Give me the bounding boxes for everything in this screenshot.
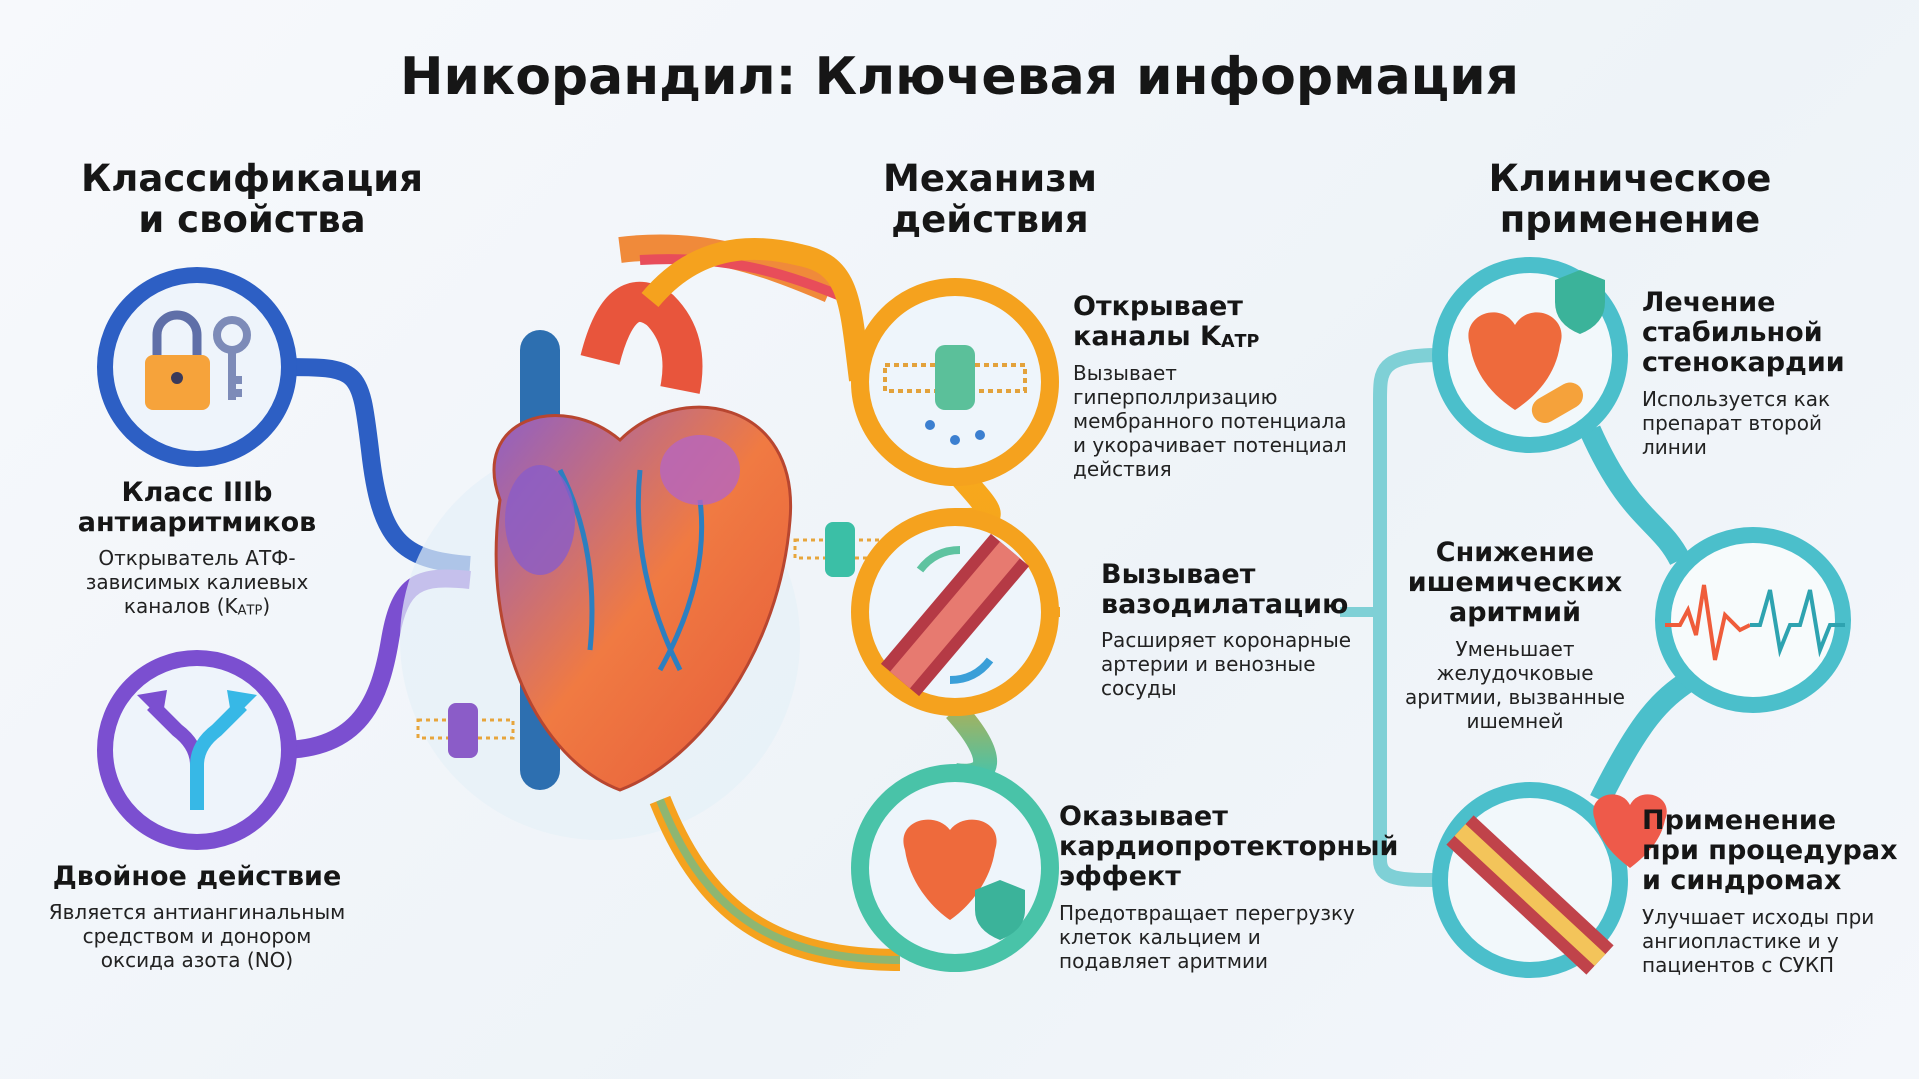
item-desc: Вызывает [1073,360,1177,385]
item-title: ишемических [1407,567,1623,599]
item-class-iiib: Класс IIIb антиаритмиков Открыватель АТФ… [47,477,347,619]
heading-line: Клиническое [1488,157,1772,200]
item-stable-angina: Лечение стабильной стенокардии Используе… [1642,287,1845,459]
membrane-channel-icon [416,522,892,758]
item-desc: гиперполлризацию [1073,384,1278,409]
item-desc: клеток кальцием и [1059,924,1261,949]
ion-channel-icon [851,278,1059,486]
item-cardioprotection: Оказывает кардиопротекторный эффект Пред… [1059,801,1399,973]
item-title: и синдромах [1642,865,1842,897]
item-desc: Предотвращает перегрузку [1059,900,1355,925]
item-title: Вызывает [1101,559,1256,590]
item-vasodilation: Вызывает вазодилатацию Расширяет коронар… [1101,559,1352,701]
lock-key-icon [97,267,297,467]
item-desc: оксида азота (NO) [100,948,294,973]
item-title: Снижение [1435,537,1595,568]
item-title: эффект [1059,861,1181,893]
desc-text: каналов (K [123,594,238,619]
item-desc: артерии и венозные [1101,652,1316,677]
item-desc: пациентов с СУКП [1642,952,1835,977]
item-desc: каналов (KАТР) [47,594,347,619]
item-desc: Уменьшает [1455,636,1575,661]
item-desc: ишемней [1466,708,1564,733]
item-desc: Открыватель АТФ- [98,546,296,571]
heart-pill-icon [1432,257,1628,453]
item-desc: и укорачивает потенциал [1073,432,1347,457]
heading-line: и свойства [138,198,366,242]
subscript: АТР [1220,331,1260,352]
heading-line: Механизм [883,157,1097,200]
item-title: Класс IIIb [121,477,273,508]
item-title: аритмий [1448,597,1582,629]
heading-line: действия [891,198,1089,242]
item-desc: Является антиангинальным [48,900,346,925]
item-desc: зависимых калиевых [85,570,309,595]
item-desc: мембранного потенциала [1073,408,1347,433]
item-desc: Используется как [1642,386,1831,411]
heart-shield-icon [851,764,1059,972]
page-title: Никорандил: Ключевая информация [399,47,1520,107]
item-title: Открывает [1073,291,1243,322]
heart-illustration [400,234,901,971]
item-title: при процедурах [1642,835,1898,867]
item-title: антиаритмиков [77,507,317,539]
item-desc: подавляет аритмии [1059,948,1268,973]
desc-text: ) [262,594,271,619]
item-desc: желудочковые [1436,660,1594,685]
item-desc: сосуды [1101,676,1177,701]
subscript: АТР [237,603,263,619]
item-desc: Улучшает исходы при [1642,904,1875,929]
item-desc: Расширяет коронарные [1101,628,1352,653]
heading-line: Классификация [81,157,423,200]
fork-arrows-icon [97,650,297,850]
angioplasty-icon [1432,782,1667,978]
blood-vessel-icon [851,508,1059,716]
item-title: Оказывает [1059,801,1228,832]
heading-line: применение [1499,198,1761,242]
item-desc: ангиопластике и у [1642,928,1839,953]
item-procedures: Применение при процедурах и синдромах Ул… [1642,805,1898,977]
title-text: каналы K [1073,321,1221,353]
item-title: стенокардии [1642,347,1845,379]
item-desc: линии [1642,434,1707,459]
item-desc: действия [1073,456,1172,481]
item-title: Лечение [1642,287,1776,318]
item-title: кардиопротекторный [1059,831,1399,863]
item-title: Применение [1642,805,1837,836]
item-title: вазодилатацию [1101,589,1349,621]
item-dual-action: Двойное действие Является антиангинальны… [17,861,377,973]
item-desc: средством и донором [82,924,312,949]
item-desc: препарат второй [1642,410,1822,435]
ecg-icon [1655,527,1851,713]
item-desc: аритмии, вызванные [1405,684,1625,709]
item-title: Двойное действие [52,861,342,892]
item-title: стабильной [1642,317,1823,349]
item-title: каналы KАТР [1073,322,1347,352]
